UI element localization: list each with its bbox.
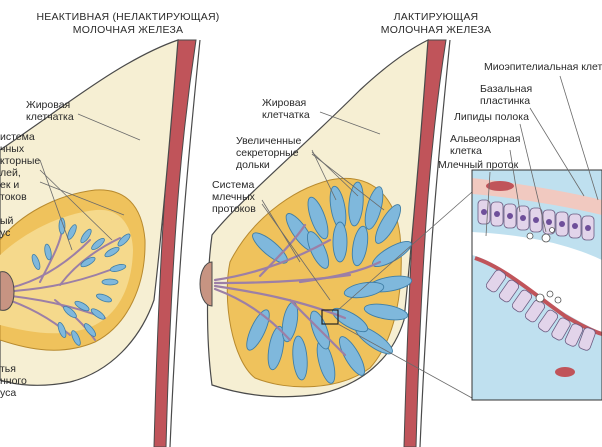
inactive-ducts-label-line4: лей, bbox=[0, 167, 21, 179]
inactive-sinus-label-line1: ый bbox=[0, 215, 14, 227]
duct-label: Млечный проток bbox=[438, 159, 519, 171]
lactating-title-line1: ЛАКТИРУЮЩАЯ bbox=[394, 11, 479, 23]
lactating-ducts-label-line3: протоков bbox=[212, 203, 256, 215]
inactive-ducts-label-line1: истема bbox=[0, 131, 35, 143]
lactating-lobules-label-line1: Увеличенные bbox=[236, 135, 301, 147]
alveolus-detail bbox=[472, 170, 602, 400]
inactive-fat-label-line1: Жировая bbox=[26, 99, 70, 111]
inactive-ducts-label-line6: токов bbox=[0, 191, 27, 203]
lipids-label: Липиды полока bbox=[454, 111, 529, 123]
inactive-ducts-label-line5: ек и bbox=[0, 179, 19, 191]
inactive-gland-illustration bbox=[0, 39, 201, 447]
lactating-gland-illustration bbox=[199, 38, 473, 447]
alveolar-label-line2: клетка bbox=[450, 145, 482, 157]
inactive-labels: Жировая клетчатка истема чных кторные ле… bbox=[0, 99, 141, 399]
inactive-sinus-label-line2: ус bbox=[0, 227, 10, 239]
inactive-bottom-label-line1: тья bbox=[0, 363, 16, 375]
lactating-chest-wall bbox=[419, 39, 451, 447]
inactive-bottom-label-line2: нного bbox=[0, 375, 27, 387]
myoepithelial-label: Миоэпителиальная клетк bbox=[484, 61, 602, 73]
lactating-duct-tree bbox=[213, 223, 382, 357]
inactive-chest-wall bbox=[169, 39, 201, 447]
basal-label-line2: пластинка bbox=[480, 95, 530, 107]
inactive-bottom-label-line3: уса bbox=[0, 387, 16, 399]
inactive-title-line2: МОЛОЧНАЯ ЖЕЛЕЗА bbox=[73, 24, 183, 36]
basal-label-line1: Базальная bbox=[480, 83, 532, 95]
detail-labels: Миоэпителиальная клетк Базальная пластин… bbox=[438, 61, 602, 237]
alveolar-label-line1: Альвеолярная bbox=[450, 133, 521, 145]
detail-frame bbox=[471, 169, 602, 401]
inactive-title-line1: НЕАКТИВНАЯ (НЕЛАКТИРУЮЩАЯ) bbox=[37, 11, 220, 23]
inactive-lobules bbox=[31, 217, 131, 346]
lactating-labels: Жировая клетчатка Увеличенные секреторны… bbox=[212, 97, 385, 301]
lactating-lobules-label-line2: секреторные bbox=[236, 147, 299, 159]
lactating-ducts-label-line1: Система bbox=[212, 179, 254, 191]
lactating-title-line2: МОЛОЧНАЯ ЖЕЛЕЗА bbox=[381, 24, 491, 36]
inactive-ducts-label-line3: кторные bbox=[0, 155, 40, 167]
inactive-fat-label-line2: клетчатка bbox=[26, 111, 74, 123]
detail-region-marker bbox=[321, 309, 339, 325]
titles: НЕАКТИВНАЯ (НЕЛАКТИРУЮЩАЯ) МОЛОЧНАЯ ЖЕЛЕ… bbox=[37, 11, 492, 36]
lactating-nipple bbox=[199, 261, 213, 307]
inactive-ducts-label-line2: чных bbox=[0, 143, 25, 155]
inactive-nipple bbox=[0, 271, 15, 311]
lactating-fat-label-line1: Жировая bbox=[262, 97, 306, 109]
lactating-fat-label-line2: клетчатка bbox=[262, 109, 310, 121]
lactating-ducts-label-line2: млечных bbox=[212, 191, 256, 203]
lactating-lobules-label-line3: дольки bbox=[236, 159, 270, 171]
